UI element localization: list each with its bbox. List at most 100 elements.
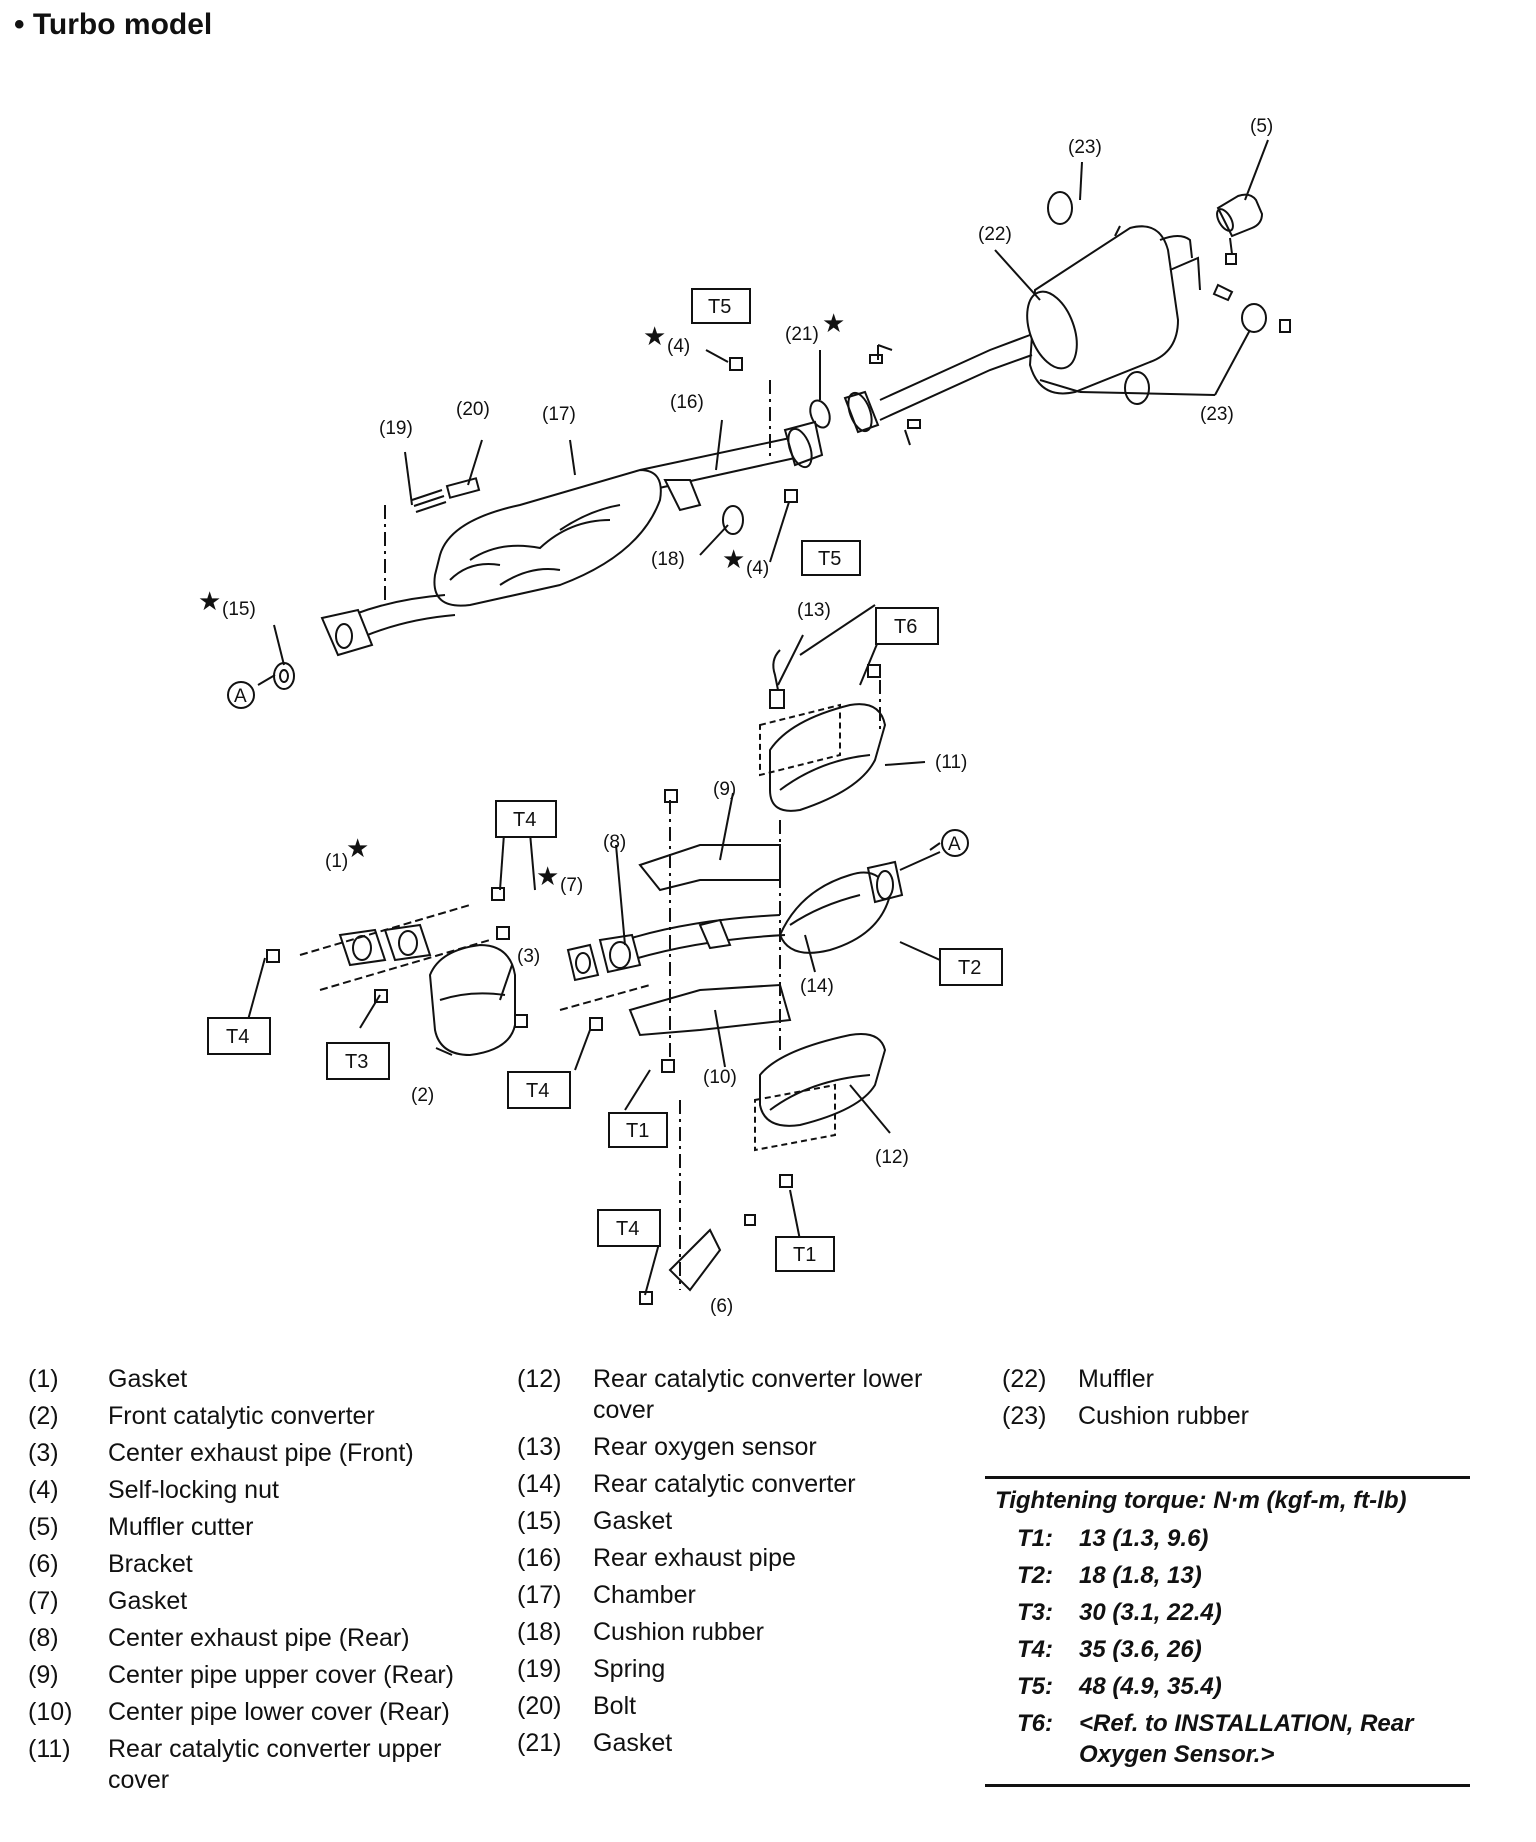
callout-17: (17) xyxy=(542,404,576,425)
torque-box-t2 xyxy=(939,948,1003,986)
legend-item: (17)Chamber xyxy=(505,1580,945,1611)
legend-item: (13) Rear oxygen sensor xyxy=(505,1432,945,1463)
callout-20: (20) xyxy=(456,399,490,420)
torque-code: T6: xyxy=(1017,1710,1053,1737)
legend-item-number: (4) xyxy=(28,1476,59,1504)
star-symbol-1: ★ xyxy=(346,833,369,863)
torque-value: 35 (3.6, 26) xyxy=(1079,1636,1202,1663)
legend-item-number: (11) xyxy=(28,1735,71,1763)
legend-item-number: (2) xyxy=(28,1402,59,1430)
legend-item-name: Front catalytic converter xyxy=(108,1402,375,1430)
callout-9: (9) xyxy=(713,779,736,800)
legend-item-number: (18) xyxy=(517,1618,562,1646)
legend-item-number: (21) xyxy=(517,1729,562,1757)
legend-item-name: Center exhaust pipe (Rear) xyxy=(108,1624,410,1652)
legend-item-name: Muffler xyxy=(1078,1365,1154,1393)
star-symbol-15: ★ xyxy=(198,586,221,616)
callout-21: (21) xyxy=(785,324,819,345)
rear-exhaust-pipe-part xyxy=(639,420,824,512)
legend-item-number: (3) xyxy=(28,1439,59,1467)
torque-box-t1-mid xyxy=(608,1112,668,1148)
rear-catalytic-converter-upper-cover-part xyxy=(759,703,887,812)
torque-row: T3: 30 (3.1, 22.4) xyxy=(985,1597,1470,1628)
reference-mark-a-left xyxy=(227,681,255,709)
tightening-torque-table: Tightening torque: N·m (kgf-m, ft-lb) T1… xyxy=(985,1476,1470,1787)
legend-item: (18)Cushion rubber xyxy=(505,1617,945,1648)
legend-column-3: (22)Muffler(23)Cushion rubber xyxy=(990,1364,1290,1438)
legend-column-1: (1)Gasket(2)Front catalytic converter(3)… xyxy=(0,1364,480,1802)
legend-item-name: Rear exhaust pipe xyxy=(593,1544,796,1572)
legend-item: (3)Center exhaust pipe (Front) xyxy=(0,1438,480,1469)
torque-box-label-t4-mid: T4 xyxy=(526,1080,549,1102)
legend-item-number: (19) xyxy=(517,1655,562,1683)
torque-row: T1: 13 (1.3, 9.6) xyxy=(985,1523,1470,1554)
legend-item-name: Cushion rubber xyxy=(1078,1402,1249,1430)
legend-item: (23) Cushion rubber xyxy=(990,1401,1290,1432)
torque-value: 13 (1.3, 9.6) xyxy=(1079,1525,1209,1552)
callout-7: (7) xyxy=(560,875,583,896)
legend-item-name: Bolt xyxy=(593,1692,637,1720)
legend-item-number: (10) xyxy=(28,1698,73,1726)
legend-item: (8) Center exhaust pipe (Rear) xyxy=(0,1623,480,1654)
legend-item-name: Rear oxygen sensor xyxy=(593,1433,817,1461)
callout-10: (10) xyxy=(703,1067,737,1088)
legend-column-2: (12)Rear catalytic converter lower cover… xyxy=(505,1364,945,1765)
page-title: • Turbo model xyxy=(14,8,213,41)
legend-item-name: Bracket xyxy=(108,1550,193,1578)
legend-item: (21)Gasket xyxy=(505,1728,945,1759)
torque-box-label-t4-top: T4 xyxy=(513,809,536,831)
callout-4-lower: (4) xyxy=(746,558,769,579)
legend-item-number: (23) xyxy=(1002,1402,1047,1430)
torque-code: T3: xyxy=(1017,1599,1053,1626)
legend-item: (9)Center pipe upper cover (Rear) xyxy=(0,1660,480,1691)
legend-item-number: (8) xyxy=(28,1624,59,1652)
torque-box-label-t1-bottom: T1 xyxy=(793,1244,816,1266)
callout-6: (6) xyxy=(710,1296,733,1317)
torque-box-t3 xyxy=(326,1042,390,1080)
torque-box-label-t5-upper: T5 xyxy=(708,296,731,318)
callout-14: (14) xyxy=(800,976,834,997)
front-catalytic-converter-part xyxy=(428,943,516,1057)
torque-box-label-t2: T2 xyxy=(958,957,981,979)
legend-item: (6) Bracket xyxy=(0,1549,480,1580)
cushion-rubber-lower xyxy=(1124,371,1150,405)
torque-row: T5:48 (4.9, 35.4) xyxy=(985,1671,1470,1702)
legend-item-number: (13) xyxy=(517,1433,562,1461)
center-exhaust-pipe-rear-part xyxy=(598,914,786,974)
legend-item-name: Center pipe upper cover (Rear) xyxy=(108,1661,454,1689)
callout-1: (1) xyxy=(325,851,348,872)
legend-item-number: (17) xyxy=(517,1581,562,1609)
torque-value: 30 (3.1, 22.4) xyxy=(1079,1599,1222,1626)
torque-box-label-t5-lower: T5 xyxy=(818,548,841,570)
star-symbol-21: ★ xyxy=(822,308,845,338)
callout-19: (19) xyxy=(379,418,413,439)
legend-item-number: (14) xyxy=(517,1470,562,1498)
legend-item-number: (5) xyxy=(28,1513,59,1541)
torque-code: T4: xyxy=(1017,1636,1053,1663)
torque-box-t1-bottom xyxy=(775,1236,835,1272)
legend-item-name: Rear catalytic converter xyxy=(593,1470,856,1498)
legend-item: (5)Muffler cutter xyxy=(0,1512,480,1543)
torque-code: T1: xyxy=(1017,1525,1053,1552)
torque-box-t4-top xyxy=(495,800,557,838)
callout-13: (13) xyxy=(797,600,831,621)
reference-mark-label-a-right: A xyxy=(948,834,961,855)
legend-item-number: (16) xyxy=(517,1544,562,1572)
legend-item: (16) Rear exhaust pipe xyxy=(505,1543,945,1574)
torque-value: 18 (1.8, 13) xyxy=(1079,1562,1202,1589)
legend-item-number: (12) xyxy=(517,1365,562,1393)
torque-box-label-t1-mid: T1 xyxy=(626,1120,649,1142)
reference-mark-label-a-left: A xyxy=(234,686,247,707)
star-symbol-4-upper: ★ xyxy=(643,321,666,351)
legend-item-number: (6) xyxy=(28,1550,59,1578)
torque-value: <Ref. to INSTALLATION, Rear Oxygen Senso… xyxy=(1079,1710,1414,1768)
legend-item-name: Spring xyxy=(593,1655,666,1683)
legend-item: (4)Self-locking nut xyxy=(0,1475,480,1506)
torque-box-label-t4-left: T4 xyxy=(226,1026,249,1048)
torque-box-t4-bottom xyxy=(597,1209,661,1247)
callout-22: (22) xyxy=(978,224,1012,245)
chamber-part xyxy=(320,468,662,657)
reference-mark-a-right xyxy=(941,829,969,857)
legend-item-number: (20) xyxy=(517,1692,562,1720)
legend-item-number: (1) xyxy=(28,1365,59,1393)
